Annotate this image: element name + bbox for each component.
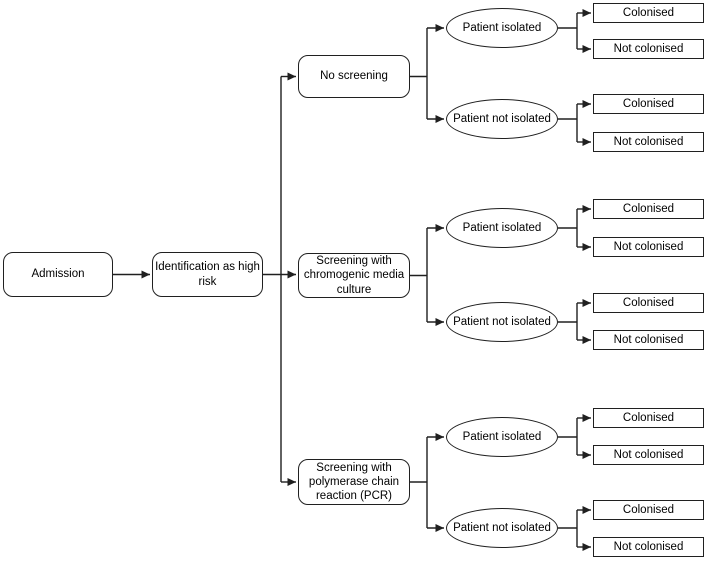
- node-not-colonised-b2i: Not colonised: [593, 237, 704, 257]
- node-colonised-b2i: Colonised: [593, 199, 704, 219]
- connectors: [113, 9, 591, 551]
- node-patient-isolated-b2: Patient isolated: [446, 208, 558, 248]
- node-patient-isolated-b1: Patient isolated: [446, 8, 558, 48]
- node-not-colonised-b1i: Not colonised: [593, 39, 704, 59]
- node-identification-high-risk: Identification as high risk: [152, 252, 263, 297]
- node-colonised-b3n: Colonised: [593, 500, 704, 520]
- node-not-colonised-b1n: Not colonised: [593, 132, 704, 152]
- node-colonised-b1i: Colonised: [593, 3, 704, 23]
- node-not-colonised-b3i: Not colonised: [593, 445, 704, 465]
- node-screening-pcr: Screening with polymerase chain reaction…: [298, 459, 410, 505]
- node-not-colonised-b2n: Not colonised: [593, 330, 704, 350]
- node-no-screening: No screening: [298, 55, 410, 98]
- node-colonised-b1n: Colonised: [593, 94, 704, 114]
- node-colonised-b2n: Colonised: [593, 293, 704, 313]
- node-colonised-b3i: Colonised: [593, 408, 704, 428]
- node-patient-not-isolated-b3: Patient not isolated: [446, 508, 558, 548]
- node-patient-not-isolated-b2: Patient not isolated: [446, 302, 558, 342]
- node-patient-isolated-b3: Patient isolated: [446, 417, 558, 457]
- node-admission: Admission: [3, 252, 113, 297]
- node-screening-chromogenic: Screening with chromogenic media culture: [298, 253, 410, 298]
- node-not-colonised-b3n: Not colonised: [593, 537, 704, 557]
- node-patient-not-isolated-b1: Patient not isolated: [446, 99, 558, 139]
